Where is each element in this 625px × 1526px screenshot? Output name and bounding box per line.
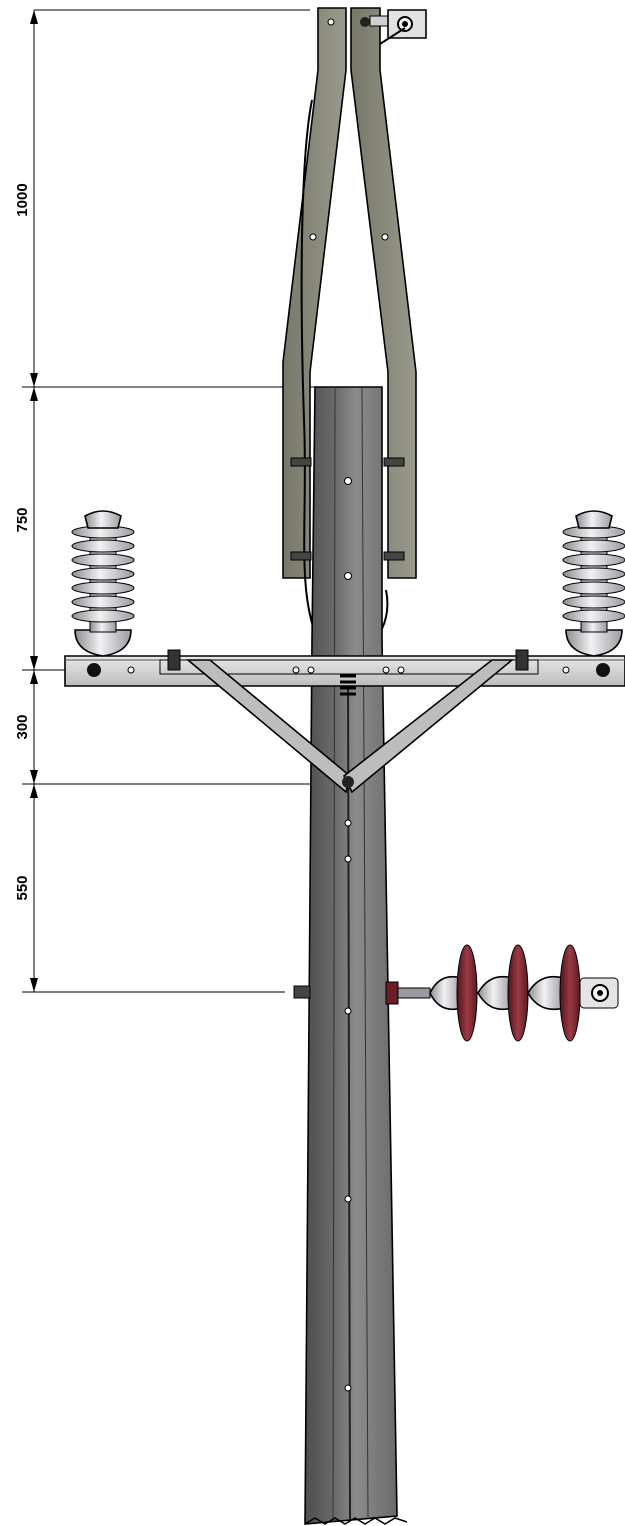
dimension-label-550: 550 (14, 875, 31, 900)
pin-insulator-right (562, 510, 625, 677)
pin-insulator-left (71, 510, 135, 677)
crossarm (64, 649, 625, 794)
bracket-bolts (290, 457, 405, 561)
end-clamp (579, 977, 619, 1009)
dimension-label-750: 750 (14, 507, 31, 532)
top-clamp (360, 9, 427, 45)
dimension-label-1000: 1000 (14, 183, 31, 216)
dimension-lines (22, 9, 340, 993)
insulator-disc-1 (429, 944, 478, 1042)
insulator-disc-2 (477, 944, 529, 1042)
dimension-label-300: 300 (14, 714, 31, 739)
insulator-disc-3 (527, 944, 581, 1042)
suspension-insulator-string (293, 944, 619, 1042)
